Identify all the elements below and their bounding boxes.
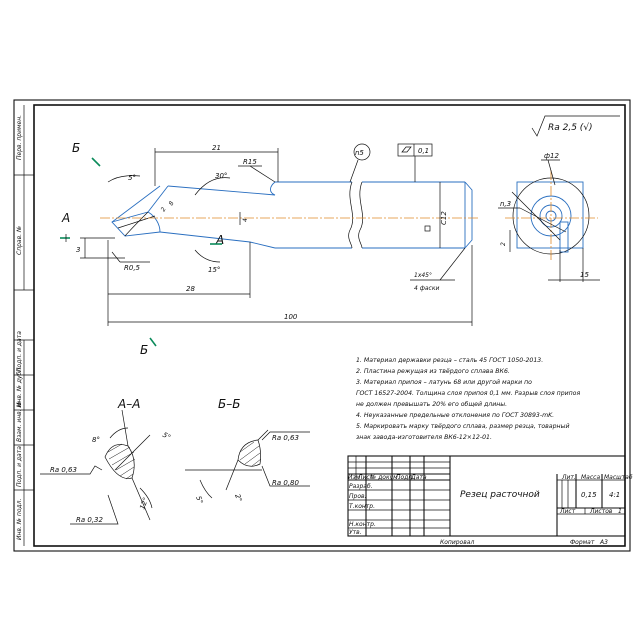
- tb-format-value: А3: [599, 539, 608, 546]
- tb-row-prov: Пров.: [349, 493, 367, 500]
- side-label-2: Справ. №: [16, 226, 23, 255]
- tb-scale-value: 4:1: [609, 491, 620, 499]
- dim-3: 3: [76, 246, 80, 254]
- tb-col-doc: № докум.: [369, 474, 400, 481]
- section-b-bottom: Б: [140, 343, 148, 357]
- section-bb-title: Б–Б: [218, 397, 240, 411]
- dim-5deg: 5°: [128, 174, 136, 182]
- main-view-dimensions: 21 R15 30° 5° 2 3 R0,5 15° 28 100 4 8 C1…: [76, 143, 473, 326]
- section-a-left: А: [61, 211, 70, 225]
- dim-chamfer-count: 4 фаски: [414, 285, 439, 292]
- bb-angle-5: 5°: [194, 495, 204, 505]
- dim-28: 28: [186, 285, 195, 293]
- side-label-3: Подп. и дата: [16, 331, 23, 372]
- dim-4: 4: [242, 218, 249, 222]
- section-aa: А–А 8° 5° 12° Ra 0,63 Ra 0,32: [40, 397, 172, 525]
- tb-row-utv: Утв.: [349, 529, 362, 536]
- tb-col-date: Дата: [410, 474, 427, 481]
- section-b-top: Б: [72, 141, 80, 155]
- aa-angle-8: 8°: [92, 436, 100, 444]
- tb-row-tkontr: Т.контр.: [349, 503, 375, 510]
- main-view-cutter: [100, 181, 480, 249]
- tb-row-razrab: Разраб.: [349, 483, 373, 490]
- tb-sheet: Лист: [559, 508, 576, 515]
- bb-angle-2: 2°: [233, 493, 243, 503]
- end-view: ф12 n,3 2 15: [498, 152, 600, 282]
- dim-21: 21: [212, 144, 221, 152]
- callout-flatness: 0,1: [418, 147, 429, 155]
- aa-angle-5: 5°: [161, 431, 172, 442]
- dim-phi12: ф12: [544, 152, 559, 160]
- note-line-6: 4. Неуказанные предельные отклонения по …: [356, 412, 554, 419]
- side-label-7: Инв. № подл.: [16, 499, 23, 540]
- technical-notes: 1. Материал державки резца – сталь 45 ГО…: [356, 357, 580, 441]
- section-a-right: А: [215, 233, 224, 247]
- roughness-main-text: Ra 2,5 (√): [548, 122, 593, 133]
- dim-end-2: 2: [500, 242, 507, 246]
- title-block: Изм Лист № докум. Подп. Дата Разраб. Про…: [347, 455, 633, 546]
- tb-lit: Лит.: [561, 474, 576, 481]
- section-bb: Б–Б 2° 5° Ra 0,63 Ra 0,80: [185, 397, 310, 505]
- tb-sheets-value: 1: [618, 508, 622, 515]
- section-markers: А А Б Б: [60, 141, 224, 357]
- bb-ra063: Ra 0,63: [272, 434, 299, 442]
- dim-chamfer: 1x45°: [414, 272, 432, 279]
- outer-frame: [13, 99, 631, 552]
- tb-col-izm: Изм: [348, 474, 361, 481]
- inner-frame: [33, 104, 626, 547]
- dim-r05: R0,5: [124, 264, 141, 272]
- note-line-1: 1. Материал державки резца – сталь 45 ГО…: [356, 357, 543, 364]
- dim-2deg: 2: [160, 206, 168, 213]
- dim-r15: R15: [243, 158, 257, 166]
- tb-document-name: Резец расточной: [460, 490, 540, 500]
- tb-row-nkontr: Н.контр.: [349, 521, 376, 528]
- aa-ra063: Ra 0,63: [50, 466, 77, 474]
- dim-30deg: 30°: [215, 172, 227, 180]
- tb-format: Формат: [570, 539, 595, 546]
- callout-n5: n5: [355, 149, 364, 157]
- section-aa-title: А–А: [117, 397, 140, 411]
- aa-angle-12: 12°: [138, 496, 150, 510]
- bb-ra080: Ra 0,80: [272, 479, 300, 487]
- dim-c12: C12: [440, 211, 448, 225]
- aa-ra032: Ra 0,32: [76, 516, 104, 524]
- note-line-4: ГОСТ 16527-2004. Толщина слоя припоя 0,1…: [356, 390, 580, 397]
- dim-8: 8: [168, 200, 176, 207]
- tb-mass: Масса: [581, 474, 600, 481]
- side-label-6: Подп. и дата: [16, 446, 23, 487]
- note-line-2: 2. Пластина режущая из твёрдого сплава В…: [356, 367, 510, 375]
- tb-col-list: Лист: [357, 474, 374, 481]
- note-line-7: 5. Маркировать марку твёрдого сплава, ра…: [356, 422, 569, 430]
- note-line-5: не должен превышать 20% его общей длины.: [356, 400, 507, 408]
- tb-scale: Масштаб: [604, 474, 633, 481]
- dim-n3: n,3: [500, 200, 511, 208]
- tb-mass-value: 0,15: [581, 491, 597, 499]
- tb-sheets: Листов: [589, 508, 613, 515]
- side-label-1: Перв. примен.: [16, 115, 23, 160]
- roughness-main-symbol: Ra 2,5 (√): [531, 115, 620, 137]
- side-label-5: Взам. инв. №: [16, 401, 23, 442]
- left-side-strip: Перв. примен. Справ. № Подп. и дата Инв.…: [14, 105, 34, 546]
- dim-15deg: 15°: [208, 266, 220, 274]
- tb-col-sign: Подп.: [396, 474, 414, 481]
- note-line-3: 3. Материал припоя – латунь 68 или друго…: [356, 379, 532, 386]
- dim-100: 100: [284, 313, 298, 321]
- side-label-4: Инв. № дубл.: [16, 366, 23, 407]
- tb-copied: Копировал: [440, 539, 474, 546]
- note-line-8: знак завода-изготовителя ВК6-12×12-01.: [356, 434, 492, 441]
- dim-15: 15: [580, 271, 589, 279]
